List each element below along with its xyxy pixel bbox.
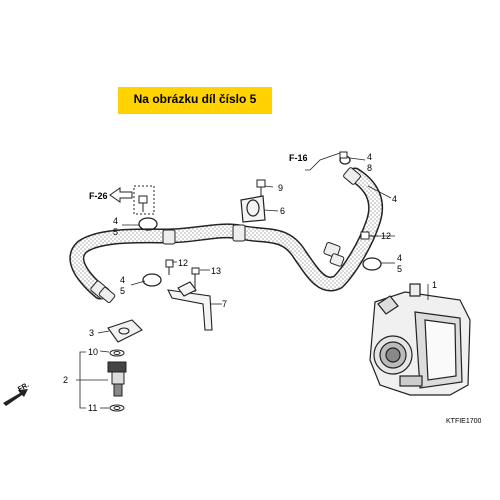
callout-12: 12 [178,258,189,268]
callout-3: 3 [89,328,95,338]
callout-7: 7 [222,299,228,309]
callout-4: 4 [113,216,119,226]
callout-5: 5 [113,227,119,237]
callout-8: 8 [367,163,373,173]
throttle-body-part-1 [369,283,471,396]
info-banner: Na obrázku díl číslo 5 [118,87,272,114]
callout-5: 5 [120,286,126,296]
injector-part-2 [107,349,127,412]
hose-fittings [90,167,361,304]
callout-9: 9 [278,183,284,193]
callout-5: 5 [397,264,403,274]
callout-1: 1 [432,280,438,290]
bolts [138,151,378,292]
callout-2: 2 [63,375,69,385]
callout-4: 4 [392,194,398,204]
callout-4: 4 [397,253,403,263]
callout-12: 12 [381,231,392,241]
front-direction-arrow [3,389,28,406]
info-banner-text: Na obrázku díl číslo 5 [133,92,257,106]
f26-arrow [109,185,155,215]
leader-lines [76,152,429,409]
ref-label-f16: F-16 [289,153,308,163]
grommet-part-6 [240,195,266,223]
plate-part-3 [107,319,143,343]
bracket-part-7 [167,281,213,331]
diagram-code: KTFIE1700 [446,418,482,425]
callout-4: 4 [367,152,373,162]
callout-4: 4 [120,275,126,285]
callout-13: 13 [211,266,222,276]
callout-6: 6 [280,206,286,216]
callout-11: 11 [88,403,98,413]
callout-10: 10 [88,347,99,357]
ref-label-f26: F-26 [89,191,108,201]
